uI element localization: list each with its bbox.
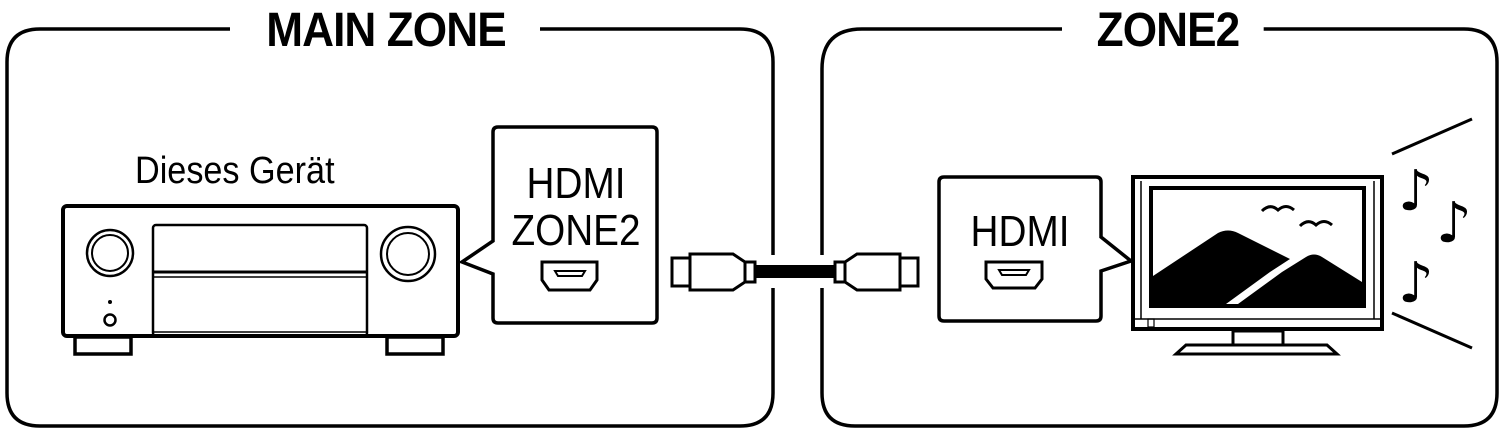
hdmi-port-icon: [984, 260, 1044, 290]
hdmi-label: HDMI: [970, 207, 1070, 256]
main-zone-title: MAIN ZONE: [244, 7, 528, 55]
music-notes-icon: ♪ ♪ ♪: [1391, 117, 1473, 350]
zone2-frame: [820, 27, 1499, 428]
hdmi-zone2-callout: [458, 125, 659, 325]
svg-text:♪: ♪: [1436, 191, 1472, 256]
hdmi-zone2-label-line2: ZONE2: [511, 206, 641, 255]
av-receiver-icon: [61, 204, 460, 356]
svg-text:♪: ♪: [1398, 251, 1434, 316]
hdmi-zone2-label-line1: HDMI: [526, 159, 626, 208]
svg-text:♪: ♪: [1398, 159, 1434, 224]
hdmi-callout: [937, 175, 1135, 323]
main-zone-frame: [5, 27, 775, 428]
tv-icon: [1131, 175, 1384, 356]
hdmi-port-icon: [540, 260, 599, 292]
zone2-title: ZONE2: [1072, 7, 1264, 55]
device-label: Dieses Gerät: [135, 150, 335, 192]
